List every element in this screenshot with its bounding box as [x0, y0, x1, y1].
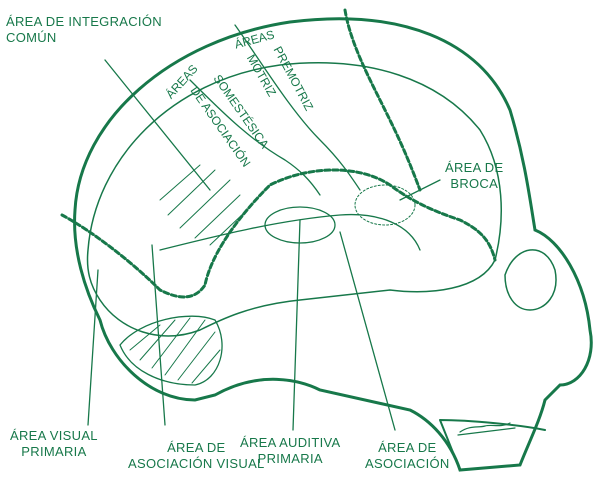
label-asociacion: ÁREA DE ASOCIACIÓN — [365, 440, 450, 472]
label-line: ÁREA DE — [378, 440, 437, 455]
brain-outline — [86, 62, 502, 337]
label-line: PRIMARIA — [257, 451, 323, 466]
label-line: PRIMARIA — [21, 444, 87, 459]
label-line: ASOCIACIÓN VISUAL — [128, 456, 265, 471]
signature — [457, 422, 516, 436]
label-line: BROCA — [450, 176, 499, 191]
cerebellum — [119, 315, 223, 386]
label-line: ÁREA DE — [167, 440, 226, 455]
label-line: ÁREA VISUAL — [10, 428, 98, 443]
label-line: ÁREA AUDITIVA — [240, 435, 341, 450]
broca-area — [354, 184, 416, 226]
jaw — [439, 419, 546, 471]
label-line: ÁREA DE — [445, 160, 504, 175]
orbit — [504, 249, 557, 311]
cerebellum-hatching — [129, 317, 221, 384]
label-broca: ÁREA DE BROCA — [445, 160, 503, 192]
precentral-sulcus — [234, 24, 361, 191]
central-sulcus — [189, 79, 321, 196]
label-line: COMÚN — [6, 30, 57, 45]
label-asociacion-visual: ÁREA DE ASOCIACIÓN VISUAL — [128, 440, 265, 472]
skull-outline — [73, 17, 593, 472]
leader-lines — [87, 59, 441, 431]
label-visual-primaria: ÁREA VISUAL PRIMARIA — [10, 428, 98, 460]
label-line: ASOCIACIÓN — [365, 456, 450, 471]
auditory-area — [264, 206, 336, 244]
sylvian-fissure — [159, 213, 421, 251]
label-integracion: ÁREA DE INTEGRACIÓN COMÚN — [6, 14, 162, 46]
label-auditiva-primaria: ÁREA AUDITIVA PRIMARIA — [240, 435, 340, 467]
skull-suture-dashed — [60, 8, 497, 299]
label-line: ÁREA DE INTEGRACIÓN — [6, 14, 162, 29]
